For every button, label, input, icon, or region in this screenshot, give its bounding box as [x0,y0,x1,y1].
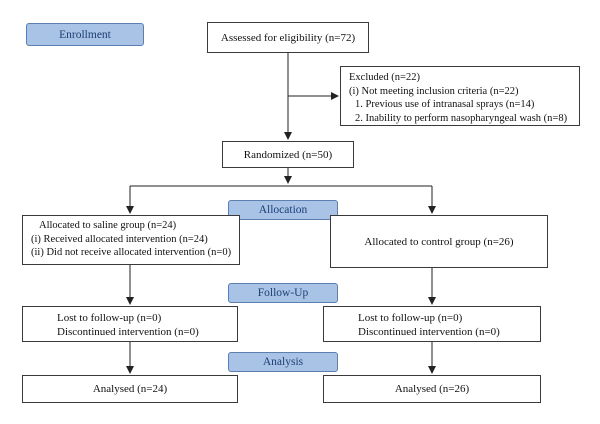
stage-followup: Follow-Up [228,283,338,303]
excluded-box: Excluded (n=22) (i) Not meeting inclusio… [340,66,580,126]
saline-line-2: (ii) Did not receive allocated intervent… [31,247,232,258]
randomized-box: Randomized (n=50) [222,141,354,168]
excluded-title: Excluded (n=22) [349,72,420,83]
stage-allocation: Allocation [228,200,338,220]
followup-left-box: Lost to follow-up (n=0) Discontinued int… [22,306,238,342]
saline-line-1: (i) Received allocated intervention (n=2… [31,233,208,245]
followup-right-discontinued: Discontinued intervention (n=0) [358,326,500,338]
excluded-line-2: 1. Previous use of intranasal sprays (n=… [355,99,535,110]
followup-left-discontinued: Discontinued intervention (n=0) [57,326,199,338]
analysed-right-box: Analysed (n=26) [323,375,541,403]
control-group-box: Allocated to control group (n=26) [330,215,548,268]
stage-enrollment: Enrollment [26,23,144,46]
analysed-right-label: Analysed (n=26) [394,383,470,395]
followup-right-lost: Lost to follow-up (n=0) [358,312,463,324]
followup-left-lost: Lost to follow-up (n=0) [57,312,162,324]
randomized-label: Randomized (n=50) [243,148,333,161]
stage-analysis: Analysis [228,352,338,372]
saline-group-box: Allocated to saline group (n=24) (i) Rec… [22,215,240,265]
assessed-box: Assessed for eligibility (n=72) [207,22,369,53]
excluded-line-1: (i) Not meeting inclusion criteria (n=22… [349,85,519,97]
assessed-label: Assessed for eligibility (n=72) [220,31,356,44]
analysed-left-box: Analysed (n=24) [22,375,238,403]
excluded-line-3: 2. Inability to perform nasopharyngeal w… [355,112,568,124]
saline-title: Allocated to saline group (n=24) [39,220,177,231]
control-label: Allocated to control group (n=26) [364,235,514,248]
analysed-left-label: Analysed (n=24) [92,383,168,395]
followup-right-box: Lost to follow-up (n=0) Discontinued int… [323,306,541,342]
